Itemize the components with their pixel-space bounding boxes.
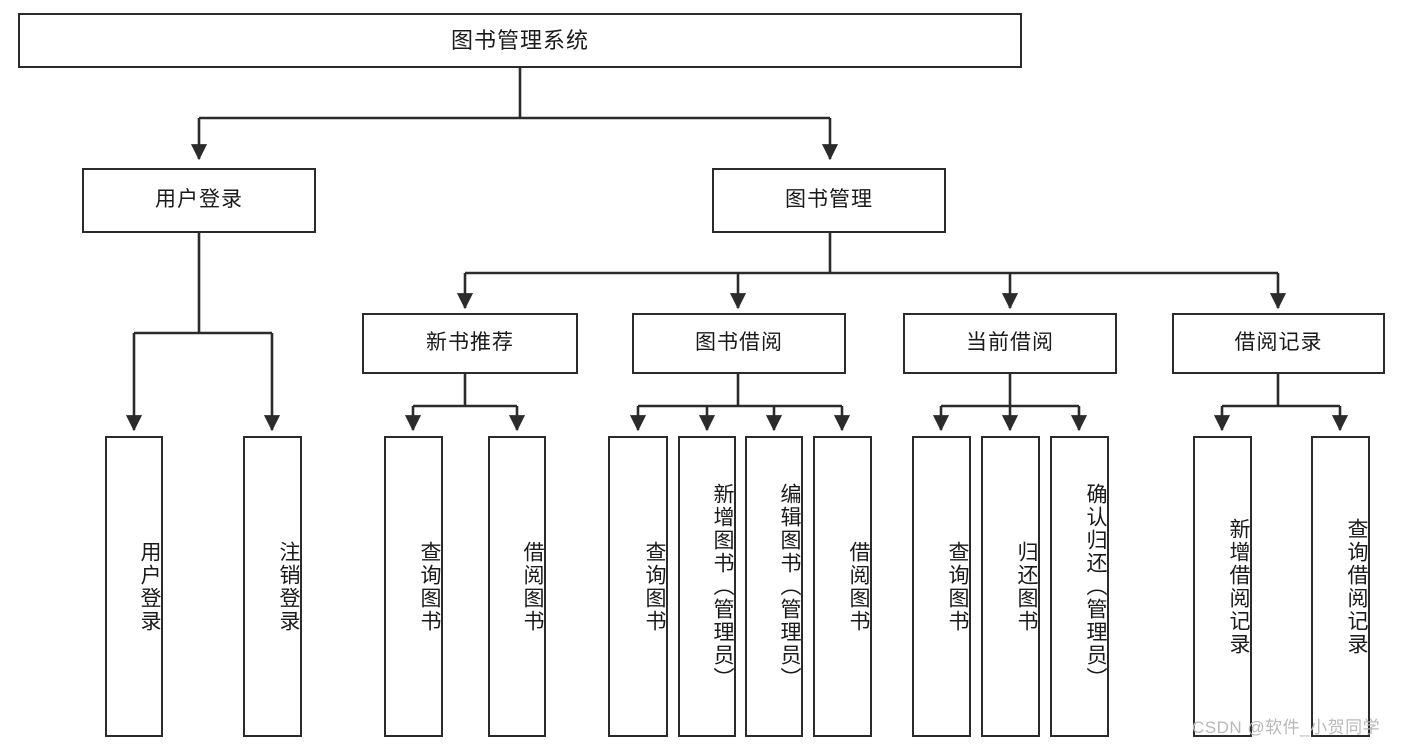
node-user-login[interactable]: 用户登录 — [82, 168, 316, 233]
node-label: 用户登录 — [138, 540, 161, 633]
leaf-confirm-return[interactable]: 确认归还（管理员） — [1050, 436, 1109, 737]
node-borrow-record[interactable]: 借阅记录 — [1172, 313, 1385, 374]
node-label: 图书管理系统 — [450, 27, 589, 53]
node-label: 查询图书 — [946, 540, 969, 633]
node-label: 查询借阅记录 — [1345, 517, 1368, 656]
leaf-borrow-book-1[interactable]: 借阅图书 — [488, 436, 546, 737]
node-label: 查询图书 — [643, 540, 666, 633]
node-label: 图书管理 — [785, 188, 873, 212]
node-label: 注销登录 — [277, 540, 300, 633]
leaf-edit-book[interactable]: 编辑图书（管理员） — [745, 436, 803, 737]
leaf-user-login[interactable]: 用户登录 — [105, 436, 163, 737]
watermark-text: CSDN @软件_小贺同学 — [1192, 718, 1381, 737]
node-label: 确认归还（管理员） — [1084, 483, 1107, 690]
leaf-add-book[interactable]: 新增图书（管理员） — [678, 436, 736, 737]
leaf-query-book-1[interactable]: 查询图书 — [384, 436, 443, 737]
leaf-logout-login[interactable]: 注销登录 — [243, 436, 302, 737]
node-label: 查询图书 — [418, 540, 441, 633]
leaf-add-record[interactable]: 新增借阅记录 — [1193, 436, 1252, 737]
node-label: 新书推荐 — [426, 331, 514, 355]
node-label: 新增借阅记录 — [1227, 517, 1250, 656]
node-label: 编辑图书（管理员） — [778, 483, 801, 690]
node-label: 借阅记录 — [1234, 331, 1323, 355]
node-label: 归还图书 — [1015, 540, 1038, 633]
node-label: 借阅图书 — [521, 540, 544, 633]
node-label: 借阅图书 — [847, 540, 870, 633]
node-label: 当前借阅 — [966, 331, 1054, 355]
leaf-return-book[interactable]: 归还图书 — [981, 436, 1040, 737]
node-book-borrow[interactable]: 图书借阅 — [632, 313, 846, 374]
node-label: 图书借阅 — [695, 331, 783, 355]
leaf-borrow-book-2[interactable]: 借阅图书 — [813, 436, 872, 737]
node-root-library-system[interactable]: 图书管理系统 — [18, 13, 1022, 68]
leaf-query-record[interactable]: 查询借阅记录 — [1311, 436, 1370, 737]
node-book-manage[interactable]: 图书管理 — [712, 168, 946, 233]
node-label: 新增图书（管理员） — [711, 483, 734, 690]
leaf-query-book-2[interactable]: 查询图书 — [608, 436, 668, 737]
node-current-borrow[interactable]: 当前借阅 — [903, 313, 1117, 374]
node-new-book-recommend[interactable]: 新书推荐 — [362, 313, 578, 374]
leaf-query-book-3[interactable]: 查询图书 — [912, 436, 971, 737]
node-label: 用户登录 — [155, 188, 243, 212]
